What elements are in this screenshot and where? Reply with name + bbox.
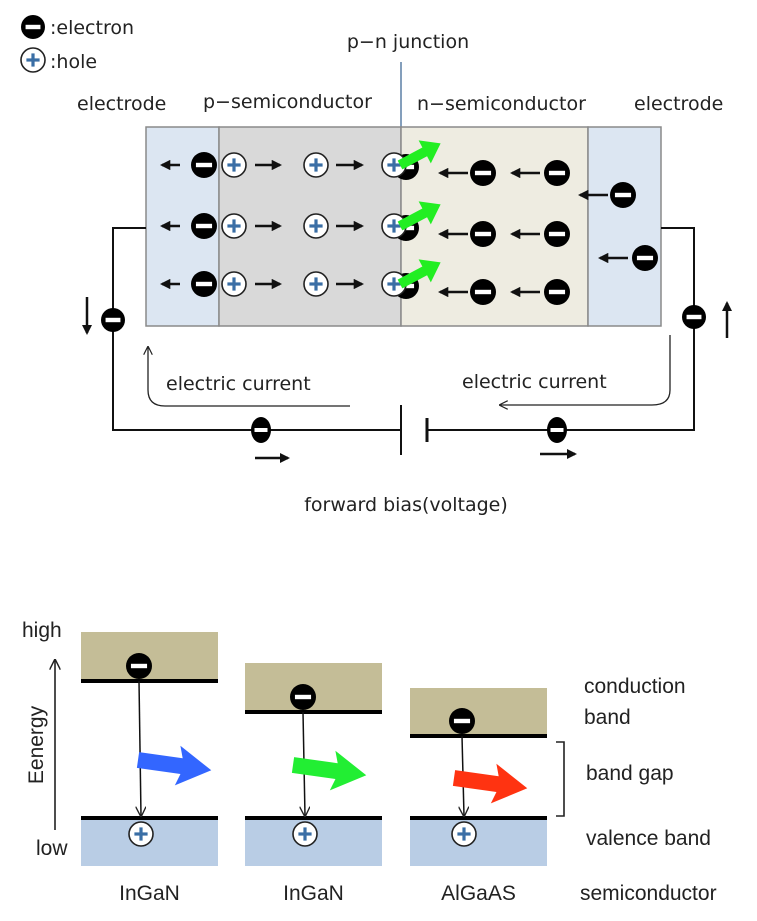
wire-electron-bottom-right (547, 417, 567, 443)
legend: :electron :hole (20, 15, 134, 73)
axis-high-label: high (22, 619, 62, 642)
electron-icon (191, 213, 217, 239)
semiconductor-label: semiconductor (580, 882, 717, 905)
band-diagram: high low Eenergy InGaN InGaN AlGaAS conduc… (22, 619, 717, 905)
energy-axis-label: Eenergy (25, 705, 48, 784)
transition-arrow (139, 680, 141, 816)
electrode-left-label: electrode (77, 93, 166, 115)
junction-label: p−n junction (347, 31, 469, 53)
light-emission-arrow (397, 259, 441, 289)
hole-icon (221, 271, 247, 297)
conduction-band (410, 688, 547, 736)
electron-icon (290, 684, 316, 710)
semiconductor-name: AlGaAS (441, 882, 516, 905)
current-arrow-left (148, 347, 350, 407)
conduction-band-label: band (584, 706, 631, 729)
wire-electron-right (682, 305, 706, 329)
light-emission-arrow (397, 201, 441, 231)
band-gap-bracket (556, 741, 565, 817)
hole-icon (381, 271, 407, 297)
electron-icon (544, 279, 570, 305)
valence-band-label: valence band (586, 827, 711, 850)
electrode-right-region (587, 126, 662, 327)
semiconductor-bands: InGaN InGaN AlGaAS (81, 632, 547, 905)
n-semiconductor-label: n−semiconductor (417, 93, 586, 115)
electron-icon (632, 245, 658, 271)
hole-icon (292, 821, 318, 847)
hole-icon (303, 152, 329, 178)
electron-icon (470, 279, 496, 305)
electron-icon (191, 152, 217, 178)
legend-hole-label: :hole (50, 51, 97, 73)
light-emission-arrow (397, 140, 441, 170)
valence-band (410, 818, 547, 866)
electron-icon (21, 15, 45, 39)
emitted-light-arrow-red (452, 763, 528, 804)
p-semiconductor-label: p−semiconductor (203, 91, 372, 113)
hole-icon (451, 821, 477, 847)
current-arrow-right (500, 335, 671, 405)
current-label-right: electric current (462, 371, 607, 393)
electron-icon (470, 160, 496, 186)
hole-icon (221, 152, 247, 178)
electron-icon (610, 182, 636, 208)
hole-icon (221, 213, 247, 239)
hole-icon (303, 213, 329, 239)
electron-icon (191, 271, 217, 297)
axis-low-label: low (36, 837, 68, 860)
electron-icon (449, 708, 475, 734)
wire-electron-bottom-left (251, 417, 271, 443)
semiconductor-name: InGaN (283, 882, 344, 905)
bias-label: forward bias(voltage) (304, 494, 508, 516)
pn-junction-diagram: p−n junction electrode p−semiconductor n… (77, 31, 732, 516)
emitted-light-arrow-blue (136, 745, 212, 786)
carriers (159, 140, 658, 305)
hole-icon (303, 271, 329, 297)
electron-icon (544, 221, 570, 247)
band-gap-label: band gap (586, 762, 674, 785)
semiconductor-band-3: AlGaAS (410, 688, 547, 905)
wire-electron-left (101, 308, 125, 332)
current-label-left: electric current (166, 373, 311, 395)
electrode-right-label: electrode (634, 93, 723, 115)
semiconductor-name: InGaN (119, 882, 180, 905)
hole-icon (20, 47, 46, 73)
legend-electron-label: :electron (50, 17, 134, 39)
hole-icon (128, 821, 154, 847)
emitted-light-arrow-green (291, 750, 367, 791)
electron-icon (544, 160, 570, 186)
conduction-label: conduction (584, 675, 686, 698)
electron-icon (470, 221, 496, 247)
semiconductor-band-2: InGaN (245, 663, 382, 905)
electron-icon (126, 653, 152, 679)
semiconductor-band-1: InGaN (81, 632, 218, 905)
